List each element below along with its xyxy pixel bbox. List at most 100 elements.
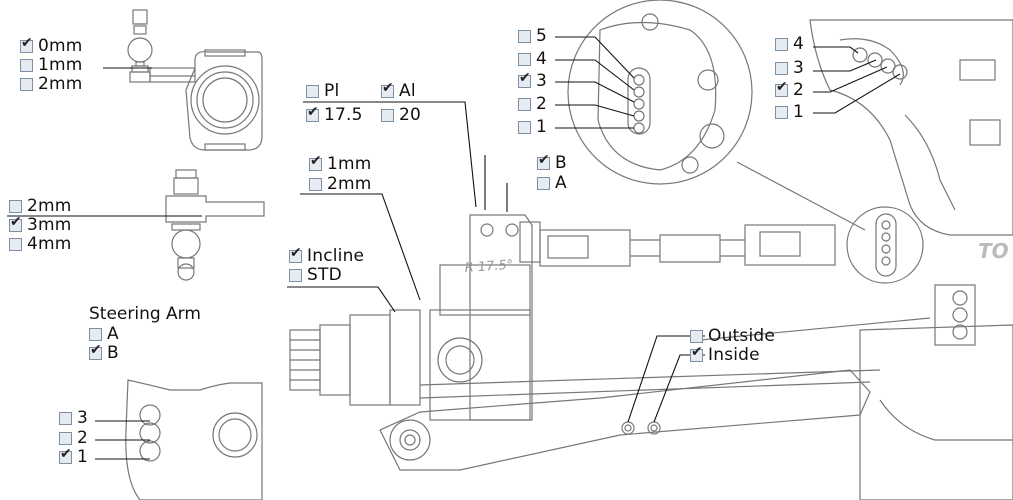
option-label: 3 — [77, 408, 89, 428]
checkbox[interactable]: ✔ — [518, 71, 531, 88]
option-link-5[interactable]: ✔ 5 — [518, 26, 547, 46]
option-tower-1[interactable]: ✔ 1 — [775, 102, 804, 122]
option-label: 0mm — [38, 36, 83, 56]
checkmark-icon: ✔ — [382, 79, 394, 96]
checkbox[interactable]: ✔ — [309, 154, 322, 171]
suspension-assembly-drawing — [289, 214, 1013, 500]
checkbox[interactable]: ✔ — [289, 246, 302, 263]
option-link-4[interactable]: ✔ 4 — [518, 49, 547, 69]
checkbox[interactable]: ✔ — [690, 345, 703, 362]
option-material-al[interactable]: ✔ Al — [381, 81, 416, 101]
option-label: STD — [307, 265, 342, 285]
option-link-2[interactable]: ✔ 2 — [518, 94, 547, 114]
checkbox[interactable]: ✔ — [9, 215, 22, 232]
checkbox[interactable]: ✔ — [775, 80, 788, 97]
checkbox[interactable]: ✔ — [59, 447, 72, 464]
magnified-tower-inset — [567, 0, 866, 231]
option-link-1[interactable]: ✔ 1 — [518, 117, 547, 137]
option-ballstud-2mm[interactable]: ✔ 2mm — [20, 74, 83, 94]
lower-ballstud-drawing — [165, 169, 265, 281]
option-arm-outside[interactable]: ✔ Outside — [690, 326, 775, 346]
checkmark-icon: ✔ — [60, 445, 72, 462]
option-spacer-2mm[interactable]: ✔ 2mm — [9, 196, 72, 216]
checkbox[interactable]: ✔ — [9, 237, 22, 251]
checkbox[interactable]: ✔ — [20, 36, 33, 53]
option-ballstud-1mm[interactable]: ✔ 1mm — [20, 55, 83, 75]
checkbox[interactable]: ✔ — [381, 108, 394, 122]
option-label: 1mm — [38, 55, 83, 75]
caster-block-marking: R 17.5° — [464, 258, 514, 276]
option-label: 1 — [77, 447, 89, 467]
checkbox[interactable]: ✔ — [59, 411, 72, 425]
option-axle-std[interactable]: ✔ STD — [289, 265, 342, 285]
option-tower-3[interactable]: ✔ 3 — [775, 58, 804, 78]
option-label: 20 — [399, 105, 422, 125]
checkbox[interactable]: ✔ — [518, 97, 531, 111]
option-spacer-3mm[interactable]: ✔ 3mm — [9, 215, 72, 235]
checkmark-icon: ✔ — [290, 244, 302, 261]
option-label: 2mm — [38, 74, 83, 94]
option-label: 4 — [536, 49, 548, 69]
checkbox[interactable]: ✔ — [518, 52, 531, 66]
option-label: 3 — [536, 71, 548, 91]
option-label: Inside — [708, 345, 760, 365]
checkbox[interactable]: ✔ — [309, 177, 322, 191]
option-arm-hole-1[interactable]: ✔ 1 — [59, 447, 88, 467]
option-label: 1 — [793, 102, 805, 122]
option-washer-1mm[interactable]: ✔ 1mm — [309, 154, 372, 174]
option-label: 3 — [793, 58, 805, 78]
option-label: 3mm — [27, 215, 72, 235]
option-steering-arm-a[interactable]: ✔ A — [89, 324, 119, 344]
checkbox[interactable]: ✔ — [89, 327, 102, 341]
option-tower-2[interactable]: ✔ 2 — [775, 80, 804, 100]
checkbox[interactable]: ✔ — [518, 120, 531, 134]
checkbox[interactable]: ✔ — [59, 431, 72, 445]
option-label: Al — [399, 81, 416, 101]
option-label: Outside — [708, 326, 776, 346]
checkbox[interactable]: ✔ — [690, 329, 703, 343]
checkbox[interactable]: ✔ — [518, 29, 531, 43]
option-caster-17-5[interactable]: ✔ 17.5 — [306, 105, 363, 125]
option-label: 2 — [77, 428, 89, 448]
option-link-3[interactable]: ✔ 3 — [518, 71, 547, 91]
small-tower-inset — [846, 206, 924, 284]
option-label: 17.5 — [324, 105, 363, 125]
shock-tower-drawing — [809, 19, 1013, 236]
checkbox[interactable]: ✔ — [537, 153, 550, 170]
checkbox[interactable]: ✔ — [381, 81, 394, 98]
checkbox[interactable]: ✔ — [20, 77, 33, 91]
option-axle-incline[interactable]: ✔ Incline — [289, 246, 364, 266]
checkbox[interactable]: ✔ — [306, 84, 319, 98]
option-caster-20[interactable]: ✔ 20 — [381, 105, 421, 125]
option-block-a[interactable]: ✔ A — [537, 173, 567, 193]
checkmark-icon: ✔ — [691, 343, 703, 360]
option-label: B — [555, 153, 567, 173]
option-arm-hole-3[interactable]: ✔ 3 — [59, 408, 88, 428]
checkmark-icon: ✔ — [90, 341, 102, 358]
checkmark-icon: ✔ — [10, 213, 22, 230]
checkbox[interactable]: ✔ — [289, 268, 302, 282]
option-tower-4[interactable]: ✔ 4 — [775, 34, 804, 54]
option-washer-2mm[interactable]: ✔ 2mm — [309, 174, 372, 194]
option-ballstud-0mm[interactable]: ✔ 0mm — [20, 36, 83, 56]
checkbox[interactable]: ✔ — [9, 199, 22, 213]
option-material-pl[interactable]: ✔ Pl — [306, 81, 339, 101]
option-label: 5 — [536, 26, 548, 46]
checkbox[interactable]: ✔ — [775, 105, 788, 119]
checkbox[interactable]: ✔ — [89, 343, 102, 360]
checkbox[interactable]: ✔ — [537, 176, 550, 190]
option-arm-hole-2[interactable]: ✔ 2 — [59, 428, 88, 448]
checkmark-icon: ✔ — [776, 78, 788, 95]
checkbox[interactable]: ✔ — [775, 37, 788, 51]
checkbox[interactable]: ✔ — [306, 105, 319, 122]
option-label: 1mm — [327, 154, 372, 174]
checkbox[interactable]: ✔ — [20, 58, 33, 72]
option-spacer-4mm[interactable]: ✔ 4mm — [9, 234, 72, 254]
option-label: A — [107, 324, 119, 344]
checkbox[interactable]: ✔ — [775, 61, 788, 75]
option-label: 2mm — [27, 196, 72, 216]
option-label: 2mm — [327, 174, 372, 194]
option-steering-arm-b[interactable]: ✔ B — [89, 343, 119, 363]
option-block-b[interactable]: ✔ B — [537, 153, 567, 173]
option-arm-inside[interactable]: ✔ Inside — [690, 345, 760, 365]
